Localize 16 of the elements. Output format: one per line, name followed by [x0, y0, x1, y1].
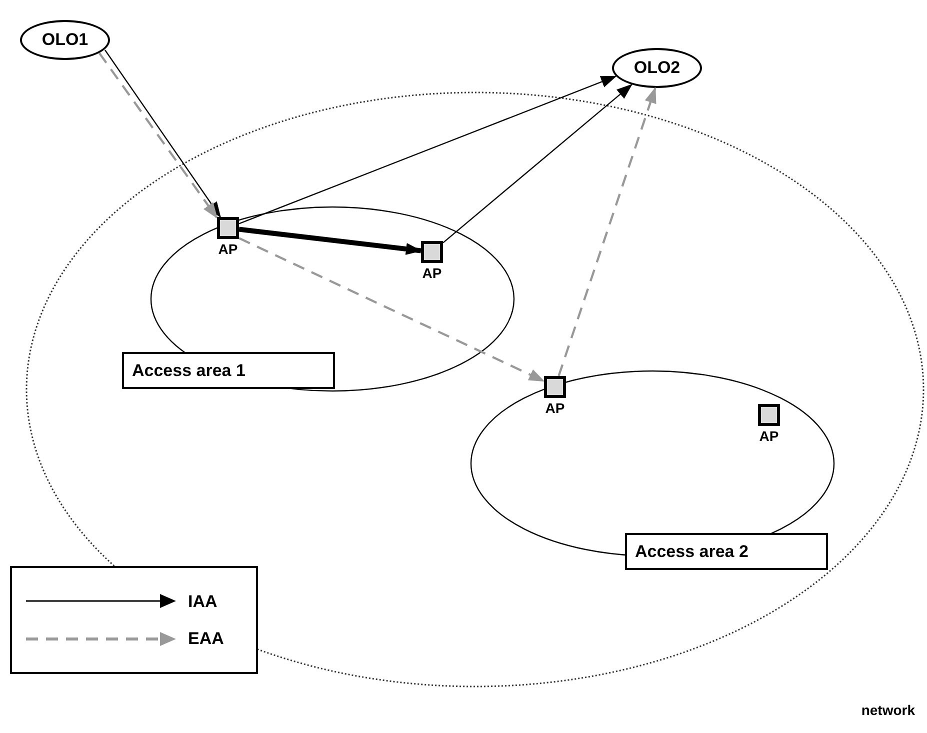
- area-label: Access area 1: [122, 352, 335, 389]
- area-label: Access area 2: [625, 533, 828, 570]
- arrow: [238, 226, 422, 255]
- arrow: [558, 87, 656, 376]
- access-point-label: AP: [545, 401, 565, 415]
- arrow: [238, 237, 545, 382]
- oval-node: OLO2: [612, 48, 702, 88]
- oval-node: OLO1: [20, 20, 110, 60]
- network-label: network: [861, 701, 915, 720]
- arrow: [442, 84, 633, 244]
- access-point-label: AP: [759, 429, 779, 443]
- legend-label: IAA: [188, 590, 218, 612]
- arrow: [238, 76, 617, 224]
- access-point-label: AP: [422, 266, 442, 280]
- legend-label: EAA: [188, 628, 224, 650]
- access-point-label: AP: [218, 242, 238, 256]
